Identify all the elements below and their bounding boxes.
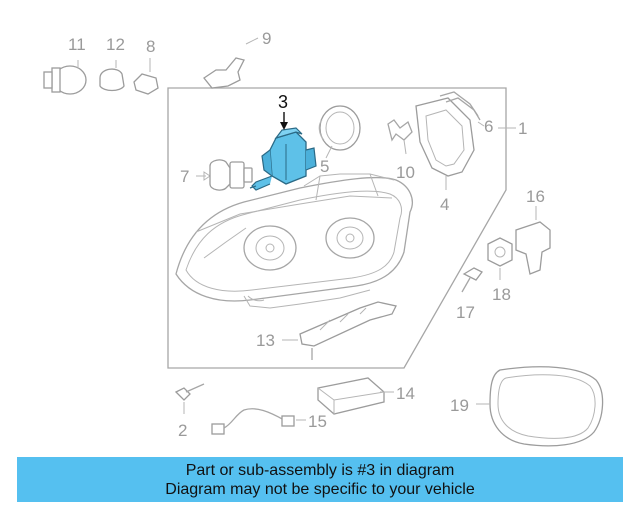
part-14-module[interactable] bbox=[317, 377, 394, 415]
label-14[interactable]: 14 bbox=[396, 384, 415, 403]
label-4[interactable]: 4 bbox=[440, 195, 449, 214]
part-17-screw[interactable] bbox=[461, 267, 483, 293]
label-18[interactable]: 18 bbox=[492, 285, 511, 304]
part-4-gasket[interactable] bbox=[415, 97, 475, 190]
part-5-cover-cap[interactable] bbox=[318, 105, 361, 159]
part-9-bulb[interactable] bbox=[203, 37, 259, 89]
label-8[interactable]: 8 bbox=[146, 37, 155, 56]
label-3[interactable]: 3 bbox=[278, 92, 288, 112]
part-10-clip[interactable] bbox=[387, 119, 413, 155]
part-8-bulb[interactable] bbox=[133, 58, 159, 95]
label-19[interactable]: 19 bbox=[450, 396, 469, 415]
label-16[interactable]: 16 bbox=[526, 187, 545, 206]
label-1[interactable]: 1 bbox=[518, 119, 527, 138]
part-18-nut[interactable] bbox=[487, 237, 513, 280]
part-3-leveling-motor[interactable] bbox=[249, 112, 317, 191]
label-6[interactable]: 6 bbox=[484, 117, 493, 136]
part-7-bulb[interactable] bbox=[196, 159, 253, 191]
part-13-rail[interactable] bbox=[282, 301, 397, 360]
headlamp-housing bbox=[175, 173, 413, 309]
label-7[interactable]: 7 bbox=[180, 167, 189, 186]
part-6-retainer[interactable] bbox=[439, 91, 485, 127]
assembly-outline bbox=[167, 87, 507, 369]
part-16-bracket[interactable] bbox=[515, 206, 551, 275]
part-12-bulb[interactable] bbox=[99, 60, 125, 92]
label-11[interactable]: 11 bbox=[68, 35, 86, 54]
banner-line-1: Part or sub-assembly is #3 in diagram bbox=[185, 461, 455, 479]
part-2-bolt[interactable] bbox=[174, 383, 205, 414]
parts-diagram: 3 5 7 10 4 6 1 11 bbox=[43, 29, 604, 447]
label-12[interactable]: 12 bbox=[106, 35, 125, 54]
part-19-lens[interactable] bbox=[476, 366, 604, 447]
label-10[interactable]: 10 bbox=[396, 163, 415, 182]
part-15-harness[interactable] bbox=[211, 408, 306, 435]
label-2[interactable]: 2 bbox=[178, 421, 187, 440]
label-15[interactable]: 15 bbox=[308, 412, 327, 431]
label-13[interactable]: 13 bbox=[256, 331, 275, 350]
label-5[interactable]: 5 bbox=[320, 157, 329, 176]
banner-line-2: Diagram may not be specific to your vehi… bbox=[165, 480, 475, 498]
part-11-bulb[interactable] bbox=[43, 60, 87, 95]
label-17[interactable]: 17 bbox=[456, 303, 475, 322]
label-9[interactable]: 9 bbox=[262, 29, 271, 48]
info-banner: Part or sub-assembly is #3 in diagram Di… bbox=[17, 457, 623, 502]
